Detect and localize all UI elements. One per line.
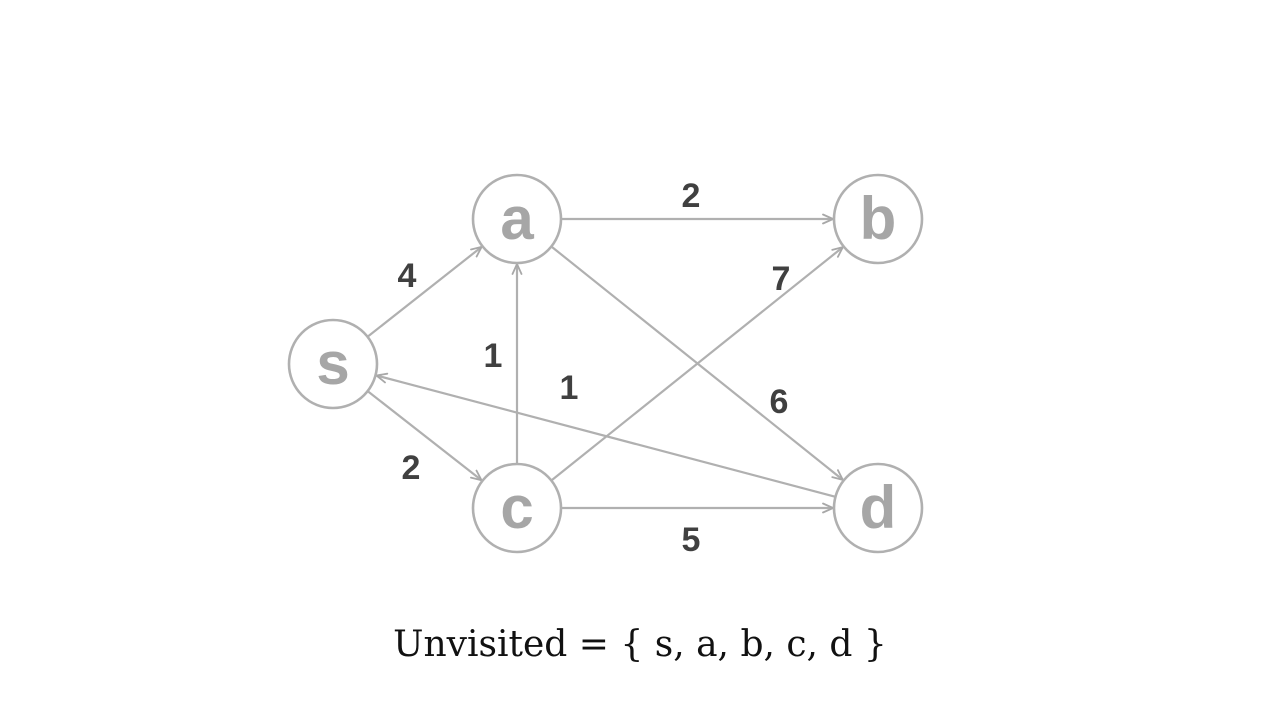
node-c-label: c — [500, 474, 533, 541]
node-b-label: b — [860, 185, 897, 252]
node-c-circle — [471, 462, 563, 554]
graph-diagram: s a b c d 4 2 1 2 6 7 5 1 — [287, 173, 924, 559]
node-d: d — [832, 462, 924, 554]
edge-d-s — [375, 372, 836, 498]
node-c: c — [471, 462, 563, 554]
edge-s-c — [366, 390, 483, 482]
node-b-circle — [832, 173, 924, 265]
edge-weight-a-b: 2 — [682, 177, 701, 215]
edge-weight-s-c: 2 — [402, 449, 421, 487]
node-s-circle — [287, 318, 379, 410]
node-s: s — [287, 318, 379, 410]
edge-s-a — [366, 245, 483, 338]
node-d-label: d — [860, 474, 897, 541]
edge-weight-d-s: 1 — [560, 369, 579, 407]
node-a: a — [471, 173, 563, 265]
edge-weight-s-a: 4 — [398, 257, 417, 295]
node-a-label: a — [500, 185, 534, 252]
edge-weight-c-b: 7 — [772, 260, 791, 298]
edges-layer — [366, 213, 844, 514]
node-s-label: s — [316, 330, 349, 397]
edge-weight-c-a: 1 — [484, 337, 503, 375]
unvisited-set-caption: Unvisited = { s, a, b, c, d } — [393, 624, 887, 665]
node-a-circle — [471, 173, 563, 265]
edge-weight-a-d: 6 — [770, 383, 789, 421]
node-d-circle — [832, 462, 924, 554]
node-b: b — [832, 173, 924, 265]
edge-weight-c-d: 5 — [682, 521, 701, 559]
edge-c-b — [550, 246, 844, 482]
weights-layer: 4 2 1 2 6 7 5 1 — [398, 177, 791, 559]
nodes-layer: s a b c d — [287, 173, 924, 554]
